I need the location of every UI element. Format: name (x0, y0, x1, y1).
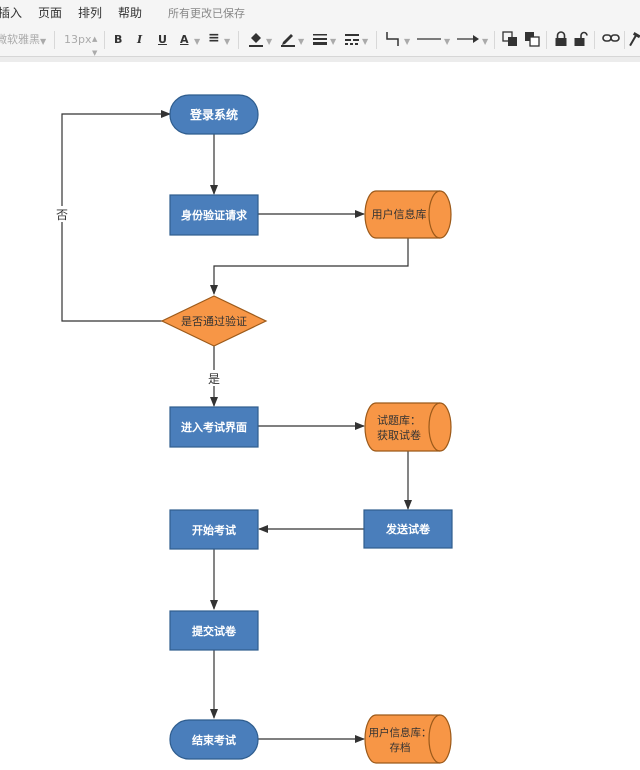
chevron-down-icon[interactable]: ▼ (224, 37, 231, 46)
chevron-down-icon[interactable]: ▼ (482, 37, 489, 46)
node-label-line2: 存档 (390, 741, 411, 754)
node-send-paper[interactable]: 发送试卷 (363, 509, 453, 549)
edge-label-bg (207, 370, 221, 386)
chevron-down-icon[interactable]: ▼ (298, 37, 305, 46)
link-icon[interactable] (602, 32, 620, 48)
node-user-db[interactable]: 用户信息库 (364, 190, 452, 239)
node-enter-exam[interactable]: 进入考试界面 (169, 406, 259, 448)
align-left-icon[interactable]: ≡ (208, 30, 220, 46)
bring-front-icon[interactable] (502, 31, 518, 51)
font-family-select[interactable]: 微软雅黑 (0, 33, 40, 46)
toolbar-divider (376, 31, 377, 49)
underline-button[interactable]: U (158, 33, 167, 46)
node-label: 是否通过验证 (181, 314, 247, 328)
line-weight-icon[interactable] (312, 30, 328, 50)
flowchart-canvas: 否 是 登录系统 身份验证请求 用户信息库 是否通过验证 进入考试界面 试题库：… (55, 94, 453, 764)
edge-decision-no-to-login[interactable] (61, 110, 171, 322)
process-shape (169, 194, 259, 236)
node-user-db-archive[interactable]: 用户信息库： 存档 (364, 714, 452, 764)
chevron-down-icon[interactable]: ▼ (444, 37, 451, 46)
database-shape (364, 402, 452, 452)
database-edge (428, 190, 441, 239)
pen-icon[interactable] (280, 30, 296, 52)
node-start-exam[interactable]: 开始考试 (169, 509, 259, 550)
fill-bucket-icon[interactable] (248, 30, 264, 52)
hammer-icon[interactable] (629, 30, 640, 52)
edge-userdb-to-decision[interactable] (210, 238, 409, 295)
toolbar-divider (54, 31, 55, 49)
node-label-line2: 获取试卷 (377, 428, 421, 442)
arrow-style-icon[interactable] (456, 30, 480, 52)
connector-icon[interactable] (384, 30, 402, 52)
process-shape (169, 610, 259, 651)
line-style-icon[interactable] (416, 30, 442, 52)
node-login[interactable]: 登录系统 (169, 94, 259, 135)
menu-item-insert[interactable]: 插入 (0, 6, 23, 20)
node-end-exam[interactable]: 结束考试 (169, 719, 259, 760)
dash-style-icon[interactable] (344, 30, 360, 50)
process-shape (363, 509, 453, 549)
chevron-down-icon[interactable]: ▼ (362, 37, 369, 46)
toolbar-divider (238, 31, 239, 49)
chevron-down-icon[interactable]: ▼ (194, 37, 201, 46)
node-label: 发送试卷 (385, 522, 431, 536)
node-label: 进入考试界面 (181, 420, 247, 434)
toolbar-divider (494, 31, 495, 49)
toolbar-divider (624, 31, 625, 49)
lock-icon[interactable] (554, 31, 568, 51)
process-shape (169, 509, 259, 550)
chevron-down-icon[interactable]: ▼ (404, 37, 411, 46)
italic-button[interactable]: I (137, 33, 143, 46)
node-label: 开始考试 (192, 523, 236, 537)
bold-button[interactable]: B (114, 33, 123, 46)
edges (61, 110, 412, 743)
menu-bar: 插入 页面 排列 帮助 所有更改已保存 (0, 0, 640, 24)
stepper-icon[interactable]: ▲▼ (92, 35, 98, 57)
node-label: 身份验证请求 (181, 208, 248, 222)
node-label-line1: 试题库： (377, 414, 421, 427)
edge-label-yes: 是 (208, 372, 220, 386)
chevron-down-icon[interactable]: ▼ (40, 37, 47, 46)
toolbar: 微软雅黑 ▼ 13px ▲▼ B I U A ▼ ≡ ▼ ▼ ▼ ▼ ▼ ▼ ▼… (0, 24, 640, 57)
node-submit-paper[interactable]: 提交试卷 (169, 610, 259, 651)
node-label-line1: 用户信息库： (369, 726, 432, 739)
menu-item-page[interactable]: 页面 (38, 6, 63, 20)
edge-label-no: 否 (56, 208, 68, 222)
toolbar-divider (594, 31, 595, 49)
node-label: 提交试卷 (192, 624, 237, 638)
chevron-down-icon[interactable]: ▼ (266, 37, 273, 46)
node-label: 用户信息库 (372, 207, 427, 221)
terminator-shape (169, 94, 259, 135)
terminator-shape (169, 719, 259, 760)
send-back-icon[interactable] (524, 31, 540, 51)
menu-item-help[interactable]: 帮助 (118, 6, 143, 20)
database-shape (364, 714, 452, 764)
process-shape (169, 406, 259, 448)
ruler-strip (0, 57, 640, 62)
node-question-bank[interactable]: 试题库： 获取试卷 (364, 402, 452, 452)
menu-item-arrange[interactable]: 排列 (78, 6, 103, 20)
save-status: 所有更改已保存 (168, 7, 245, 20)
toolbar-divider (546, 31, 547, 49)
edge-label-bg (55, 206, 69, 222)
node-label: 登录系统 (189, 107, 238, 122)
font-color-button[interactable]: A (180, 33, 189, 46)
font-size-input[interactable]: 13px (64, 33, 92, 46)
database-edge (428, 714, 441, 764)
node-decision[interactable]: 是否通过验证 (160, 295, 268, 347)
decision-shape (160, 295, 268, 347)
toolbar-divider (104, 31, 105, 49)
node-label: 结束考试 (191, 733, 236, 747)
chevron-down-icon[interactable]: ▼ (330, 37, 337, 46)
database-edge (428, 402, 441, 452)
node-auth-request[interactable]: 身份验证请求 (169, 194, 259, 236)
unlock-icon[interactable] (574, 31, 588, 51)
